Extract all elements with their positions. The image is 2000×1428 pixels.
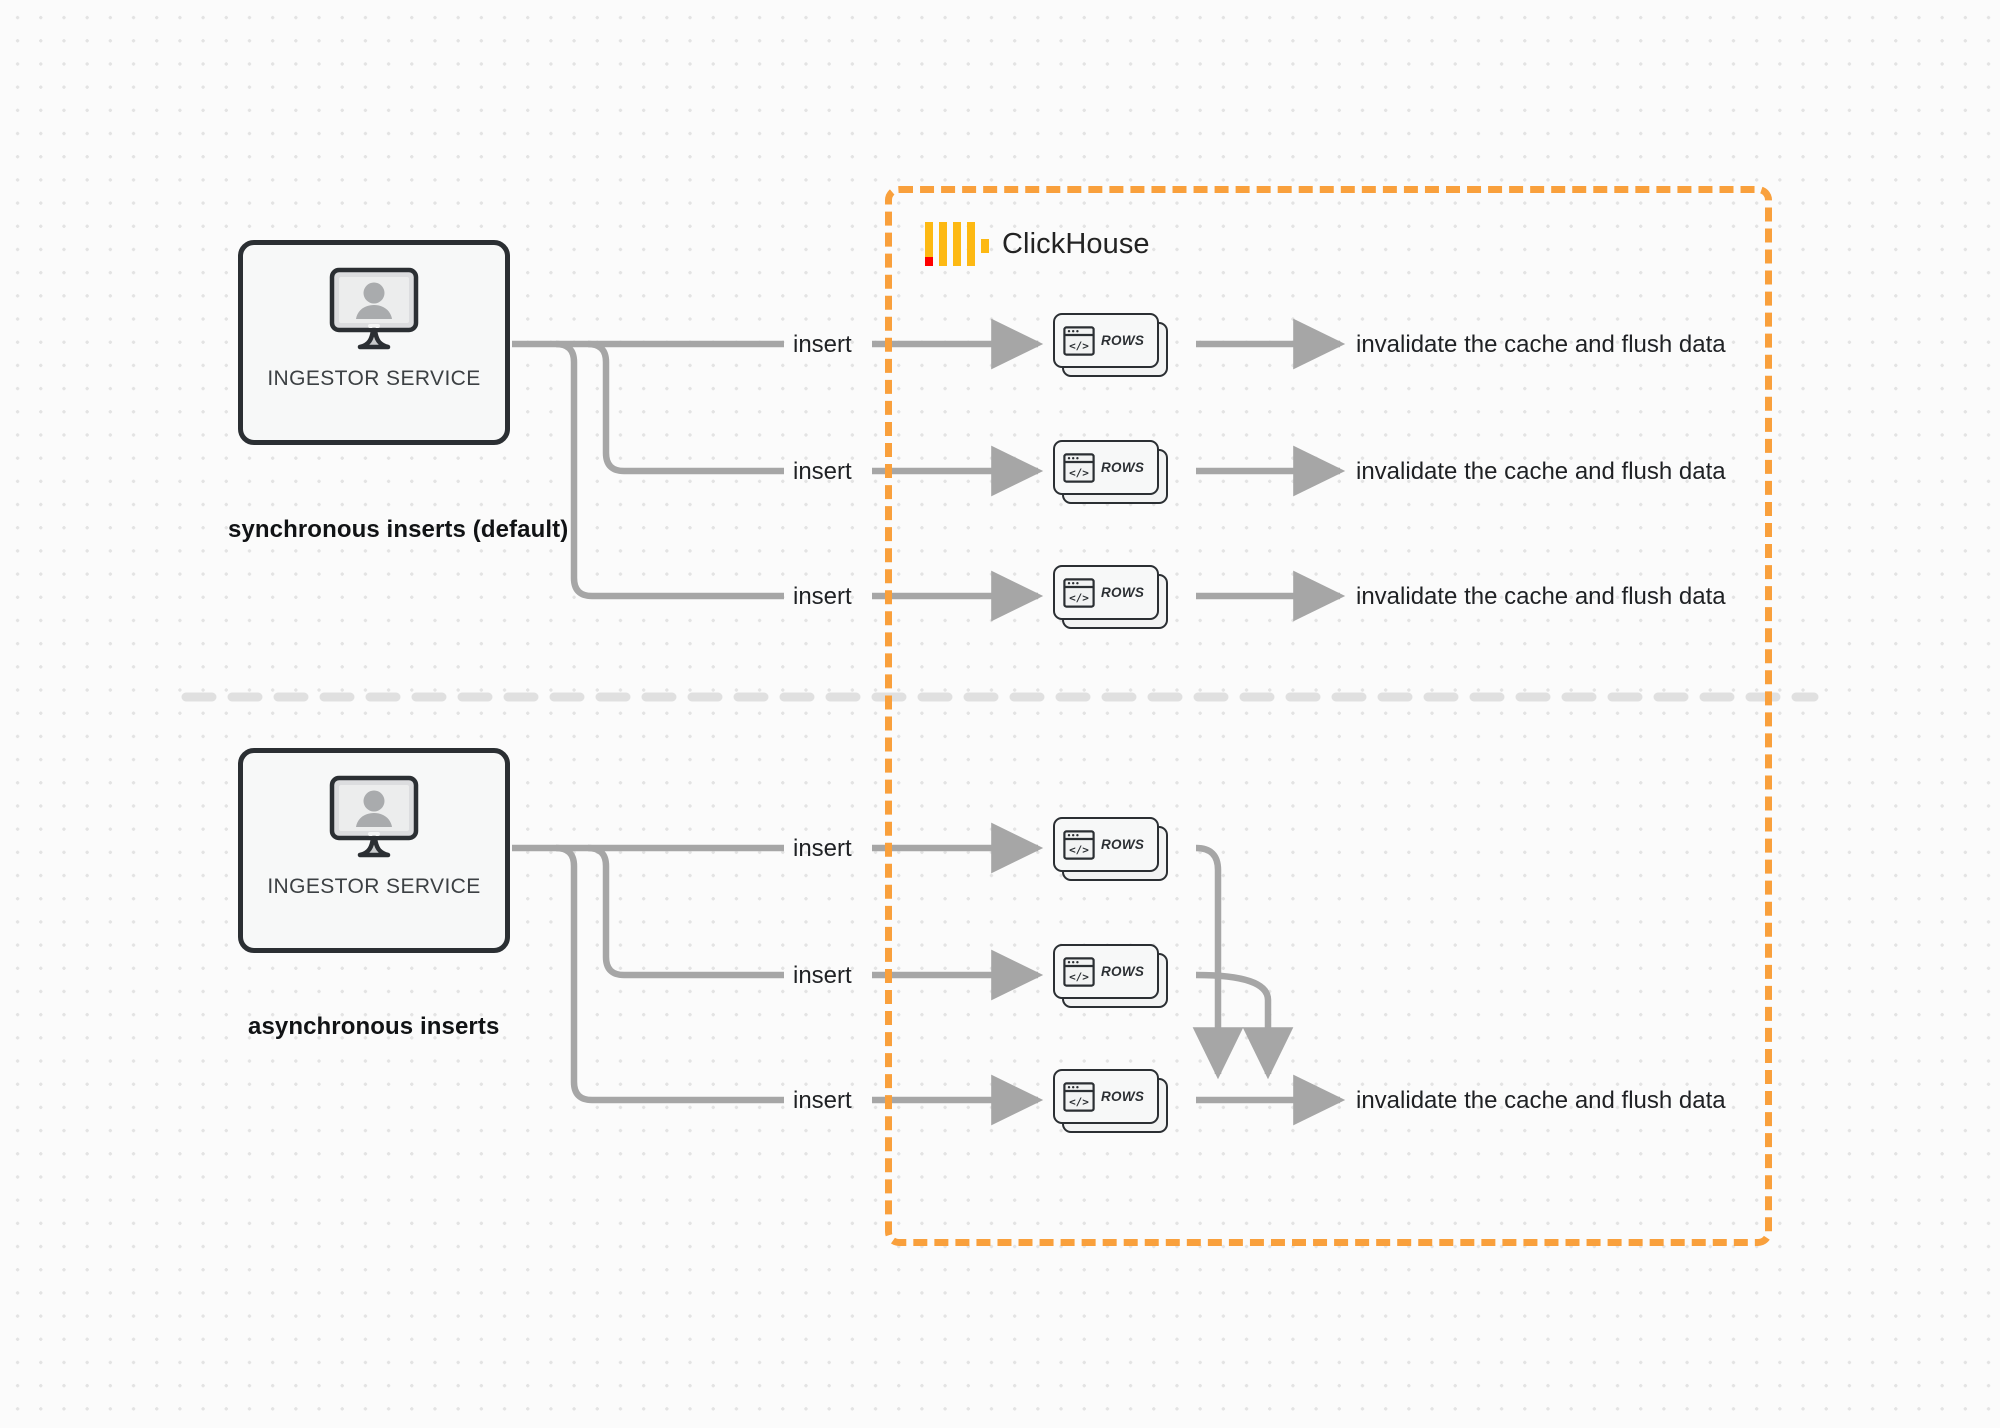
ingestor-service-label: INGESTOR SERVICE	[267, 367, 481, 390]
sync-section-caption: synchronous inserts (default)	[228, 516, 569, 543]
insert-label: insert	[793, 458, 852, 485]
monitor-user-icon	[329, 775, 419, 858]
clickhouse-logo-icon	[925, 222, 989, 266]
rows-card-label: ROWS	[1101, 460, 1145, 475]
rows-card-front: </> ROWS	[1053, 565, 1159, 620]
rows-card-label: ROWS	[1101, 585, 1145, 600]
invalidate-label: invalidate the cache and flush data	[1356, 458, 1726, 485]
async-branch-2	[587, 844, 784, 979]
rows-card-front: </> ROWS	[1053, 313, 1159, 368]
rows-card-label: ROWS	[1101, 1089, 1145, 1104]
insert-label: insert	[793, 835, 852, 862]
code-window-icon: </>	[1063, 577, 1095, 608]
rows-card-front: </> ROWS	[1053, 944, 1159, 999]
svg-text:</>: </>	[1069, 970, 1089, 983]
code-window-icon: </>	[1063, 829, 1095, 860]
invalidate-label: invalidate the cache and flush data	[1356, 331, 1726, 358]
svg-text:</>: </>	[1069, 339, 1089, 352]
rows-card-label: ROWS	[1101, 333, 1145, 348]
svg-text:</>: </>	[1069, 1095, 1089, 1108]
rows-card-label: ROWS	[1101, 964, 1145, 979]
ingestor-service-async[interactable]: INGESTOR SERVICE	[238, 748, 510, 953]
rows-card-front: </> ROWS	[1053, 440, 1159, 495]
clickhouse-wordmark: ClickHouse	[1002, 227, 1150, 260]
invalidate-label: invalidate the cache and flush data	[1356, 583, 1726, 610]
svg-text:</>: </>	[1069, 466, 1089, 479]
async-merge-path-2	[1195, 971, 1294, 1080]
insert-label: insert	[793, 962, 852, 989]
rows-card-front: </> ROWS	[1053, 1069, 1159, 1124]
code-window-icon: </>	[1063, 325, 1095, 356]
async-merge-path-1	[1192, 844, 1244, 1080]
rows-card[interactable]: </> ROWS	[1053, 313, 1168, 377]
rows-card[interactable]: </> ROWS	[1053, 565, 1168, 629]
rows-card[interactable]: </> ROWS	[1053, 440, 1168, 504]
sync-branch-3	[555, 340, 784, 600]
insert-label: insert	[793, 1087, 852, 1114]
code-window-icon: </>	[1063, 1081, 1095, 1112]
rows-card-front: </> ROWS	[1053, 817, 1159, 872]
rows-card[interactable]: </> ROWS	[1053, 817, 1168, 881]
sync-branch-2	[587, 340, 784, 475]
invalidate-label: invalidate the cache and flush data	[1356, 1087, 1726, 1114]
rows-card-label: ROWS	[1101, 837, 1145, 852]
async-section-caption: asynchronous inserts	[248, 1013, 500, 1040]
svg-text:</>: </>	[1069, 843, 1089, 856]
svg-text:</>: </>	[1069, 591, 1089, 604]
code-window-icon: </>	[1063, 452, 1095, 483]
ingestor-service-sync[interactable]: INGESTOR SERVICE	[238, 240, 510, 445]
async-branch-3	[555, 844, 784, 1104]
insert-label: insert	[793, 583, 852, 610]
code-window-icon: </>	[1063, 956, 1095, 987]
monitor-user-icon	[329, 267, 419, 350]
insert-label: insert	[793, 331, 852, 358]
rows-card[interactable]: </> ROWS	[1053, 1069, 1168, 1133]
clickhouse-brand: ClickHouse	[925, 222, 1150, 266]
ingestor-service-label: INGESTOR SERVICE	[267, 875, 481, 898]
rows-card[interactable]: </> ROWS	[1053, 944, 1168, 1008]
